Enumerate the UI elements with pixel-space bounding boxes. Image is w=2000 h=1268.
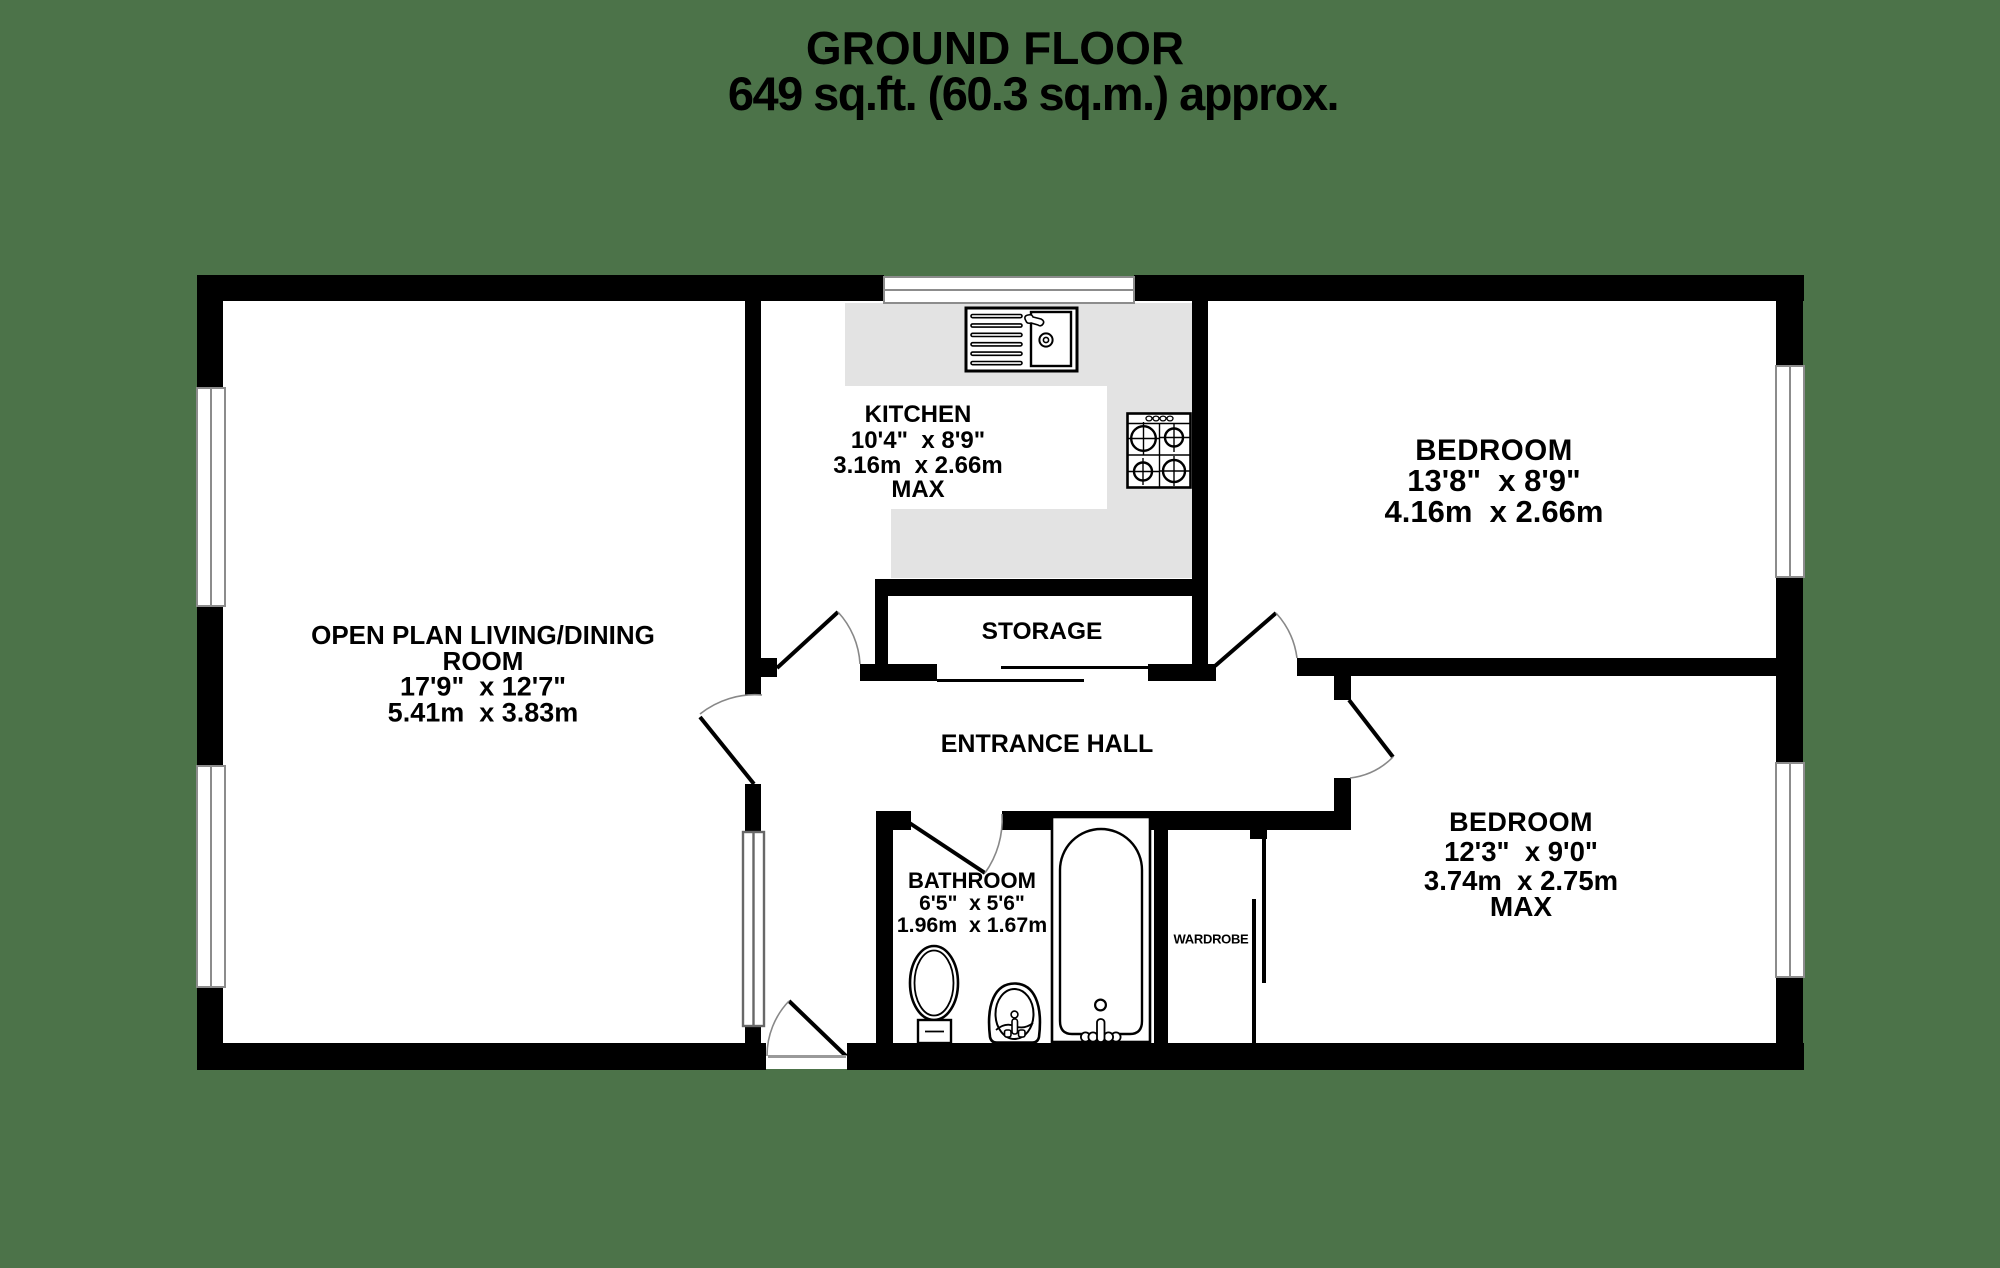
svg-text:BEDROOM: BEDROOM xyxy=(1449,807,1593,837)
svg-text:ROOM: ROOM xyxy=(443,646,524,676)
svg-text:17'9" x 12'7": 17'9" x 12'7" xyxy=(400,672,566,702)
svg-text:4.16m x 2.66m: 4.16m x 2.66m xyxy=(1385,494,1604,529)
svg-text:5.41m x 3.83m: 5.41m x 3.83m xyxy=(388,698,579,728)
svg-text:3.74m x 2.75m: 3.74m x 2.75m xyxy=(1424,865,1618,896)
svg-text:WARDROBE: WARDROBE xyxy=(1174,932,1250,947)
svg-text:KITCHEN: KITCHEN xyxy=(865,401,972,428)
svg-text:BATHROOM: BATHROOM xyxy=(908,868,1036,893)
svg-text:10'4" x 8'9": 10'4" x 8'9" xyxy=(851,427,985,454)
svg-text:STORAGE: STORAGE xyxy=(982,618,1103,645)
svg-text:12'3" x 9'0": 12'3" x 9'0" xyxy=(1444,836,1598,867)
svg-text:13'8" x 8'9": 13'8" x 8'9" xyxy=(1407,463,1580,498)
svg-text:MAX: MAX xyxy=(1490,891,1553,922)
svg-text:GROUND FLOOR: GROUND FLOOR xyxy=(806,22,1184,74)
svg-text:649 sq.ft. (60.3 sq.m.) approx: 649 sq.ft. (60.3 sq.m.) approx. xyxy=(728,67,1338,120)
svg-text:1.96m x 1.67m: 1.96m x 1.67m xyxy=(897,913,1047,937)
svg-text:BEDROOM: BEDROOM xyxy=(1415,434,1573,467)
svg-text:3.16m x 2.66m: 3.16m x 2.66m xyxy=(833,452,1002,479)
svg-text:ENTRANCE HALL: ENTRANCE HALL xyxy=(941,730,1154,758)
svg-text:MAX: MAX xyxy=(891,476,944,503)
svg-text:OPEN PLAN LIVING/DINING: OPEN PLAN LIVING/DINING xyxy=(311,620,655,650)
svg-text:6'5" x 5'6": 6'5" x 5'6" xyxy=(919,892,1025,915)
